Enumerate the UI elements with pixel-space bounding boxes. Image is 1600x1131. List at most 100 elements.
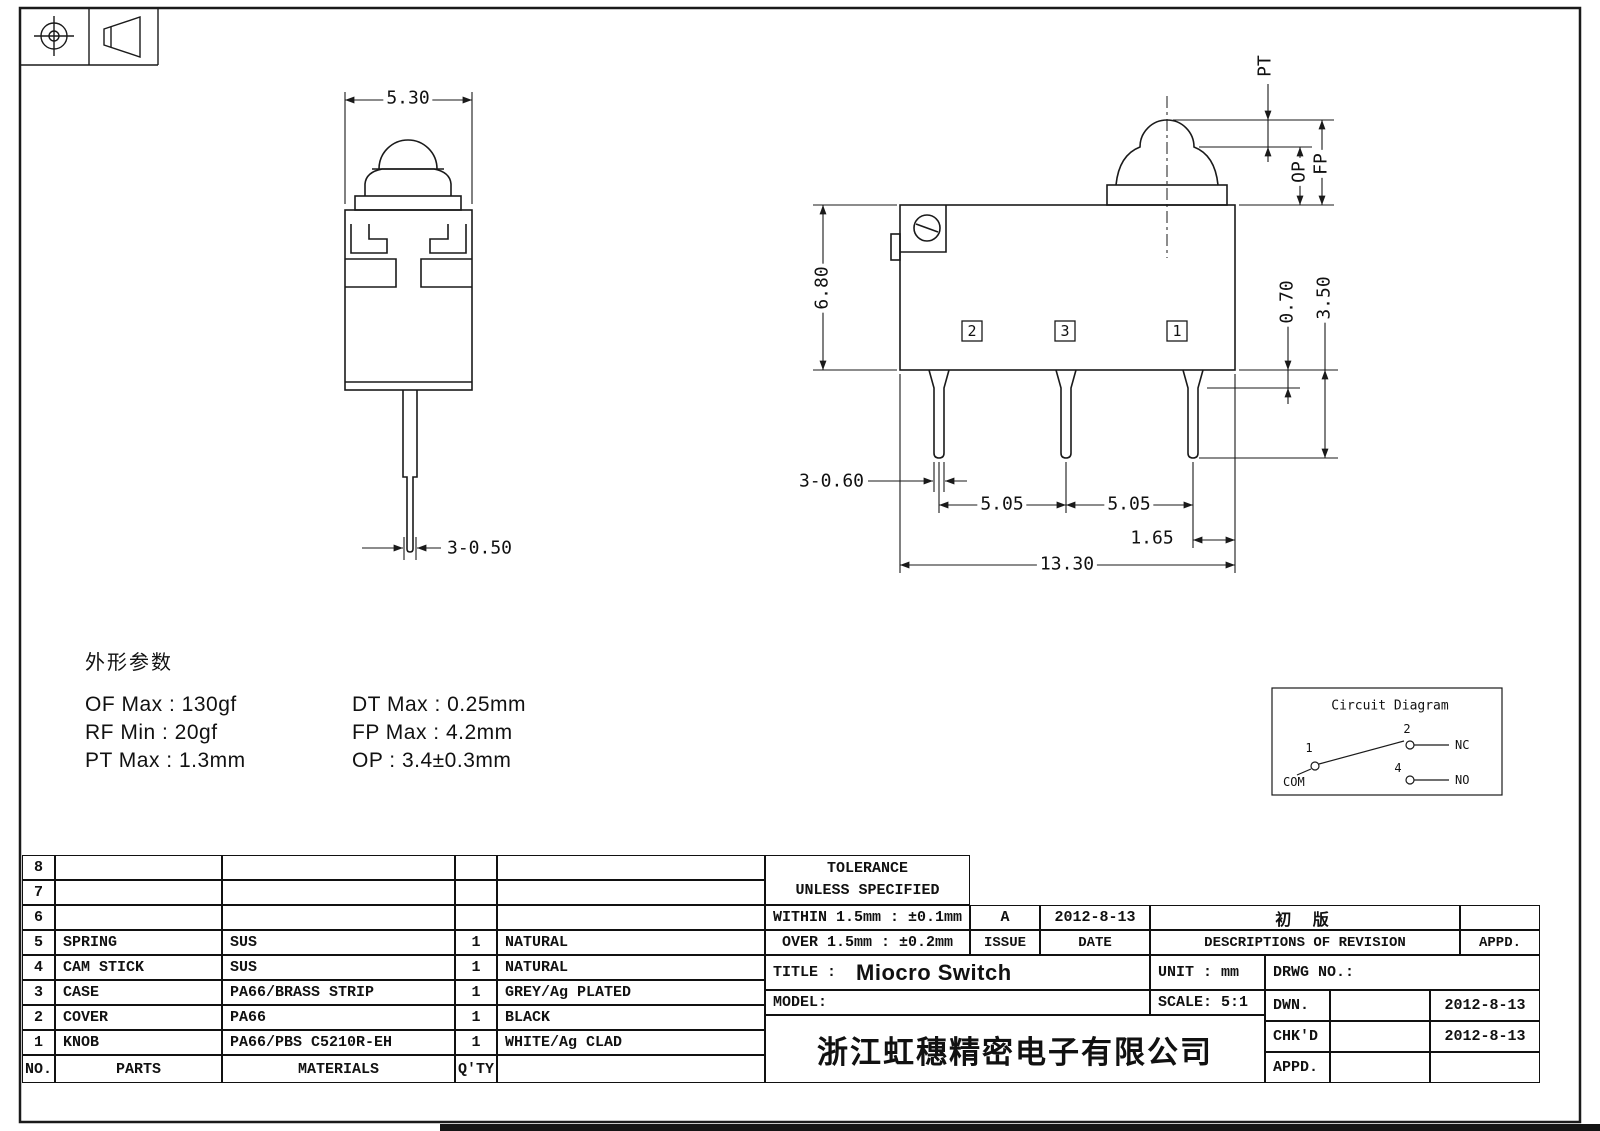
projection-cone-icon — [103, 16, 141, 58]
label-pt: PT — [1254, 55, 1276, 77]
appd-signature — [1330, 1052, 1430, 1083]
terminal-pin — [1182, 369, 1204, 459]
parts-row-finish: BLACK — [497, 1005, 765, 1030]
nc-contact — [1405, 740, 1415, 750]
terminal-pin — [928, 369, 950, 459]
right-view — [890, 96, 1236, 459]
parts-row-finish: WHITE/Ag CLAD — [497, 1030, 765, 1055]
parts-row-finish — [497, 905, 765, 930]
parts-row-finish: NATURAL — [497, 930, 765, 955]
terminal-number-3: 3 — [1060, 322, 1070, 340]
dwn-signature — [1330, 990, 1430, 1021]
parts-row-name: SPRING — [55, 930, 222, 955]
parts-row-name — [55, 905, 222, 930]
tolerance-box: TOLERANCE UNLESS SPECIFIED — [765, 855, 970, 905]
parts-row-qty — [455, 905, 497, 930]
model-cell: MODEL: — [765, 990, 1150, 1015]
dim-total-1330: 13.30 — [1036, 555, 1098, 575]
dim-pin-width-060: 3-0.60 — [798, 470, 864, 492]
tolerance-line2: UNLESS SPECIFIED — [795, 882, 940, 899]
screw-icon — [913, 214, 941, 242]
parts-row-no: 8 — [22, 855, 55, 880]
param-op: OP : 3.4±0.3mm — [352, 749, 512, 772]
chkd-signature — [1330, 1021, 1430, 1052]
dim-pin-length-350: 3.50 — [1314, 273, 1335, 323]
parts-row-name — [55, 880, 222, 905]
circuit-pin-4: 4 — [1394, 761, 1402, 775]
parts-row-finish — [497, 855, 765, 880]
revision-issue-label: ISSUE — [970, 930, 1040, 955]
scan-edge-bar — [440, 1124, 1600, 1131]
parts-row-finish: NATURAL — [497, 955, 765, 980]
parts-row-qty: 1 — [455, 1005, 497, 1030]
circuit-label-no: NO — [1455, 773, 1470, 787]
parts-row-no: 6 — [22, 905, 55, 930]
parts-row-no: 5 — [22, 930, 55, 955]
param-pt-max: PT Max : 1.3mm — [85, 749, 246, 772]
parts-row-material — [222, 905, 455, 930]
parts-row-material — [222, 855, 455, 880]
projection-symbols — [20, 8, 159, 66]
appd-date — [1430, 1052, 1540, 1083]
parts-header-qty: Q'TY — [455, 1055, 497, 1083]
left-view — [344, 139, 473, 553]
circuit-pin-1: 1 — [1305, 741, 1313, 755]
circuit-title: Circuit Diagram — [1331, 698, 1449, 714]
parts-row-no: 7 — [22, 880, 55, 905]
tolerance-line1: TOLERANCE — [826, 860, 908, 877]
drwg-no-cell: DRWG NO.: — [1265, 955, 1540, 990]
parts-row-name: CASE — [55, 980, 222, 1005]
param-fp-max: FP Max : 4.2mm — [352, 721, 513, 744]
parts-row-name: KNOB — [55, 1030, 222, 1055]
dim-pin-050: 3-0.50 — [447, 537, 513, 559]
label-fp: FP — [1311, 150, 1332, 178]
appd-label: APPD. — [1265, 1052, 1330, 1083]
parts-row-material: PA66 — [222, 1005, 455, 1030]
parts-row-qty: 1 — [455, 1030, 497, 1055]
dim-edge-165: 1.65 — [1130, 527, 1174, 549]
dim-width-530: 5.30 — [383, 89, 433, 109]
circuit-label-nc: NC — [1455, 738, 1470, 752]
parts-header-materials: MATERIALS — [222, 1055, 455, 1083]
parts-row-qty: 1 — [455, 955, 497, 980]
parts-row-qty: 1 — [455, 930, 497, 955]
revision-desc-value: 初 版 — [1150, 905, 1460, 930]
parts-row-material: PA66/PBS C5210R-EH — [222, 1030, 455, 1055]
title-cell: TITLE : Miocro Switch — [765, 955, 1150, 990]
revision-desc-label: DESCRIPTIONS OF REVISION — [1150, 930, 1460, 955]
tolerance-over: OVER 1.5mm : ±0.2mm — [765, 930, 970, 955]
sheet-frame — [18, 6, 1582, 1124]
dwn-date: 2012-8-13 — [1430, 990, 1540, 1021]
dim-pitch-505-b: 5.05 — [1104, 495, 1154, 515]
title-label: TITLE : — [773, 964, 837, 981]
parts-row-material: SUS — [222, 930, 455, 955]
label-op: OP — [1289, 158, 1310, 186]
parts-row-name: CAM STICK — [55, 955, 222, 980]
parts-row-material: SUS — [222, 955, 455, 980]
param-of-max: OF Max : 130gf — [85, 693, 237, 716]
params-heading: 外形参数 — [85, 652, 173, 674]
company-name: 浙江虹穗精密电子有限公司 — [817, 1034, 1213, 1070]
outline-parameters: 外形参数 OF Max : 130gf RF Min : 20gf PT Max… — [85, 646, 526, 775]
parts-row-qty: 1 — [455, 980, 497, 1005]
revision-issue-value: A — [970, 905, 1040, 930]
title-value: Miocro Switch — [856, 959, 1012, 985]
terminal-pin — [1055, 369, 1077, 459]
scale-cell: SCALE: 5:1 — [1150, 990, 1265, 1015]
parts-header-finish — [497, 1055, 765, 1083]
revision-date-label: DATE — [1040, 930, 1150, 955]
title-block: 8 7 6 5 SPRING SUS 1 NATURAL 4 CAM STICK… — [22, 855, 1540, 1083]
terminal-number-1: 1 — [1172, 322, 1182, 340]
company-cell: 浙江虹穗精密电子有限公司 — [765, 1015, 1265, 1083]
parts-row-name: COVER — [55, 1005, 222, 1030]
parts-row-no: 2 — [22, 1005, 55, 1030]
parts-row-material — [222, 880, 455, 905]
parts-row-finish: GREY/Ag PLATED — [497, 980, 765, 1005]
revision-appd-value — [1460, 905, 1540, 930]
parts-row-qty — [455, 855, 497, 880]
circuit-label-com: COM — [1283, 775, 1305, 789]
lever-contact — [1318, 740, 1405, 765]
no-contact — [1405, 775, 1415, 785]
